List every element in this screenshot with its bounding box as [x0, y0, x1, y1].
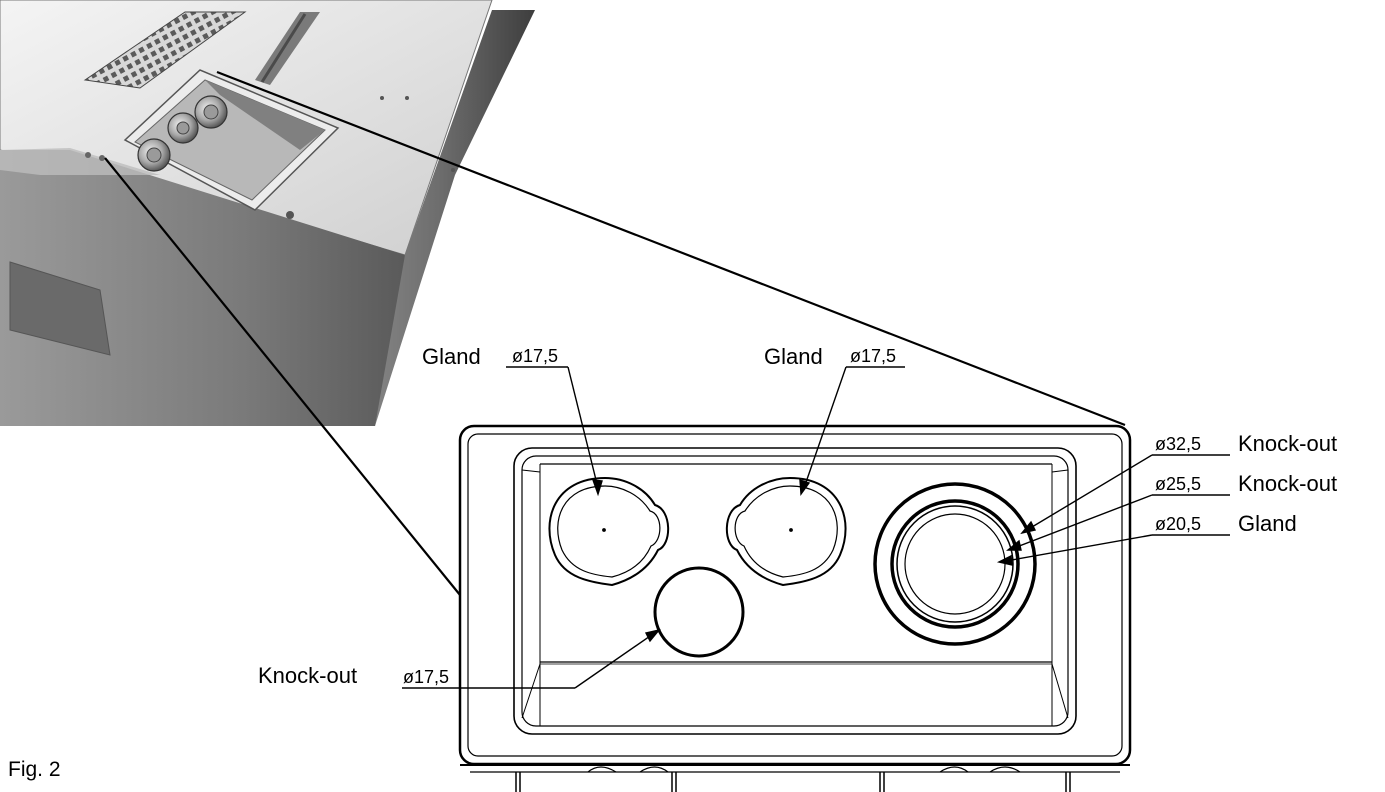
- gland-right-diameter: ø20,5: [1155, 514, 1201, 534]
- gland-left-outline: [548, 476, 670, 587]
- figure-label: Fig. 2: [8, 758, 61, 781]
- concentric-knockout-right: [873, 482, 1037, 646]
- knockout-bottom-diameter: ø17,5: [403, 667, 449, 687]
- gland-middle-diameter: ø17,5: [850, 346, 896, 366]
- knockout-inner-diameter: ø25,5: [1155, 474, 1201, 494]
- knockout-outer-diameter: ø32,5: [1155, 434, 1201, 454]
- gland-middle-outline: [725, 476, 847, 587]
- cable-entry-plate-drawing: [458, 424, 1132, 792]
- leader-lines: [402, 366, 1230, 689]
- zoom-connector-lines: [104, 70, 1126, 596]
- knockout-bottom-outline: [653, 566, 745, 658]
- knockout-inner-name: Knock-out: [1238, 471, 1337, 496]
- gland-left-name: Gland: [422, 344, 481, 369]
- knockout-outer-name: Knock-out: [1238, 431, 1337, 456]
- gland-right-name: Gland: [1238, 511, 1297, 536]
- gland-middle-name: Gland: [764, 344, 823, 369]
- gland-left-diameter: ø17,5: [512, 346, 558, 366]
- knockout-bottom-name: Knock-out: [258, 663, 357, 688]
- enclosure-3d-render: [0, 0, 535, 426]
